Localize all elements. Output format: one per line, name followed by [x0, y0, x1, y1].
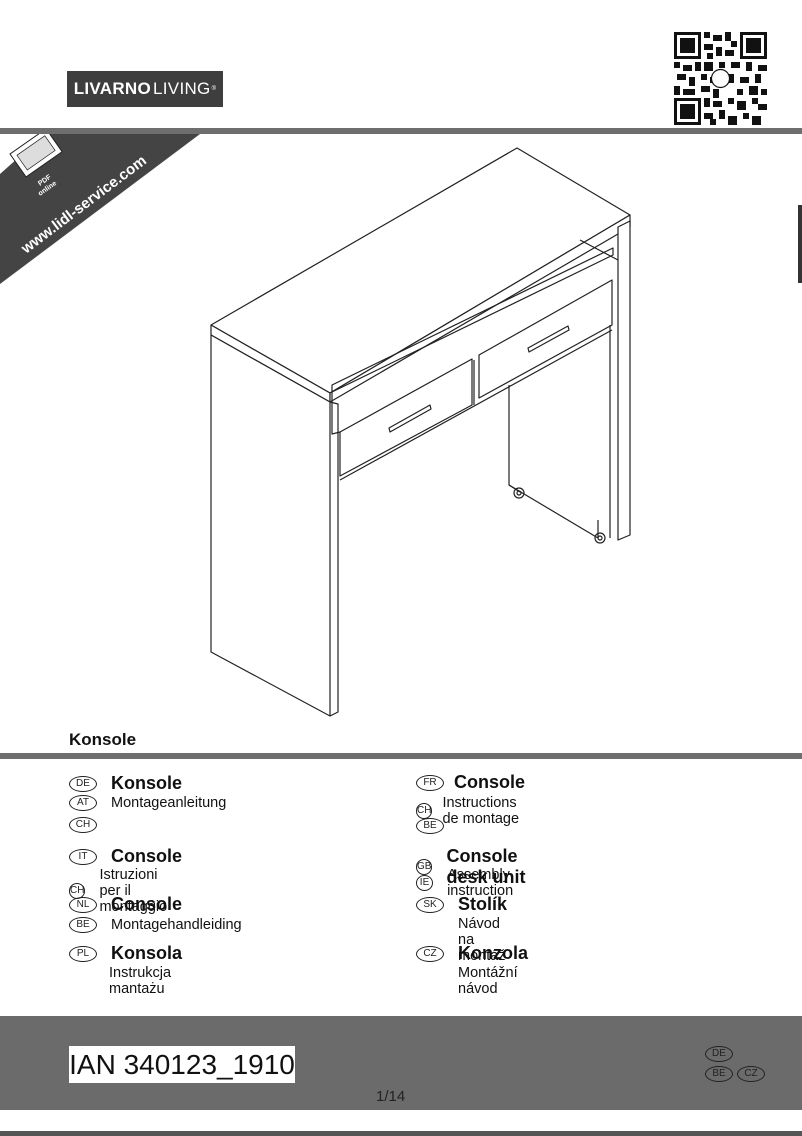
brand-name-light: LIVING — [153, 79, 211, 98]
lang-badge-be: BE — [69, 917, 97, 933]
lang-badge-nl: NL — [69, 896, 97, 913]
lang-badge-ch: CH — [69, 817, 97, 833]
lidl-service-banner: PDF online www.lidl-service.com — [0, 134, 200, 284]
footer-badge-cz: CZ — [737, 1066, 765, 1082]
lang-title-sk: Stolík — [458, 894, 508, 914]
brand-name-bold: LIVARNO — [73, 79, 152, 98]
lang-subtitle-de: Montageanleitung — [111, 795, 227, 811]
edge-marker — [798, 205, 802, 283]
middle-divider — [0, 753, 802, 759]
lang-badge-sk: SK — [416, 896, 444, 913]
footer-badge-be: BE — [705, 1066, 733, 1082]
console-illustration — [210, 147, 631, 717]
lang-badge-it: IT — [69, 848, 97, 865]
lang-subtitle-cz: Montážní návod — [458, 965, 518, 997]
lang-badge-pl: PL — [69, 945, 97, 962]
lang-subtitle-sk: Návod na montáž — [458, 916, 506, 964]
lang-title-nl: Console — [111, 894, 183, 914]
lang-badge-at: AT — [69, 795, 97, 811]
lang-title-gb: Console desk unit — [446, 846, 526, 887]
lang-badge-be-fr: BE — [416, 818, 444, 834]
lang-badge-cz: CZ — [416, 945, 444, 962]
lang-badge-ie: IE — [416, 875, 434, 891]
qr-code-icon — [674, 32, 767, 125]
lang-badge-gb: GB — [416, 859, 433, 875]
product-title: Konsole — [69, 730, 137, 749]
lang-subtitle-it: Istruzioni per il montaggio — [99, 867, 168, 915]
top-divider — [0, 128, 802, 134]
lang-subtitle-pl: Instrukcja mantażu — [109, 965, 172, 997]
lang-title-it: Console — [111, 846, 183, 866]
lang-badge-fr: FR — [416, 774, 444, 791]
brand-reg-mark: ® — [211, 86, 217, 92]
brand-logo: LIVARNO LIVING ® — [67, 71, 223, 107]
ian-number: IAN 340123_1910 — [69, 1046, 295, 1083]
lang-badge-de: DE — [69, 775, 97, 792]
lang-title-pl: Konsola — [111, 943, 183, 963]
lang-title-fr: Console — [454, 772, 526, 792]
lang-subtitle-fr: Instructions de montage — [442, 795, 520, 827]
footer-badge-de: DE — [705, 1046, 733, 1062]
page-number: 1/14 — [376, 1088, 406, 1105]
lang-subtitle-gb: Assembly instruction — [447, 867, 514, 899]
lang-title-cz: Konzola — [458, 943, 528, 963]
lang-subtitle-nl: Montagehandleiding — [111, 917, 242, 933]
lang-title-de: Konsole — [111, 773, 183, 793]
bottom-rule — [0, 1131, 802, 1136]
lang-badge-ch-fr: CH — [416, 803, 433, 819]
